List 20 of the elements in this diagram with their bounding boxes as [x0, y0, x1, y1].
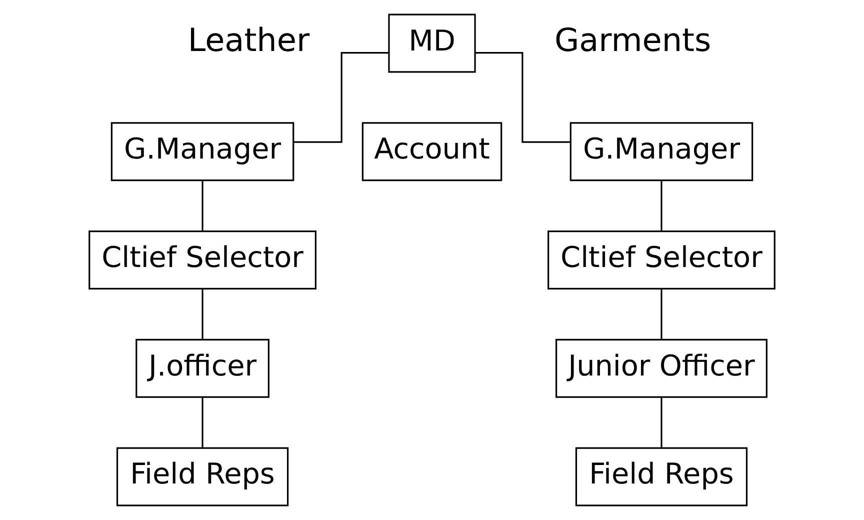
- node-box: MD: [388, 14, 476, 73]
- node-box: Cltief Selector: [548, 230, 776, 290]
- connector: [660, 180, 662, 231]
- label: Garments: [554, 21, 712, 60]
- node-box: Account: [362, 122, 502, 182]
- connector: [202, 180, 204, 231]
- connector: [475, 52, 570, 143]
- node-box: Field Reps: [116, 447, 289, 506]
- connector: [294, 52, 389, 143]
- node-box: Cltief Selector: [88, 230, 316, 290]
- node-box: Junior Officer: [556, 338, 768, 398]
- connector: [660, 289, 662, 340]
- node-box: J.officer: [136, 338, 270, 398]
- connector: [202, 289, 204, 340]
- node-box: Field Reps: [575, 447, 748, 506]
- node-box: G.Manager: [570, 122, 754, 182]
- label: Leather: [188, 21, 310, 60]
- connector: [202, 397, 204, 448]
- node-box: G.Manager: [110, 122, 294, 182]
- connector: [660, 397, 662, 448]
